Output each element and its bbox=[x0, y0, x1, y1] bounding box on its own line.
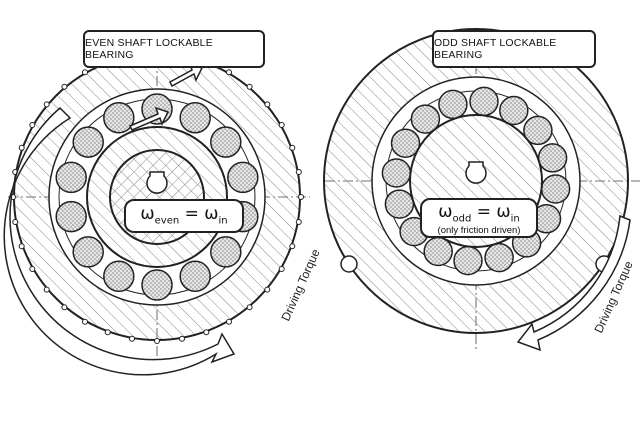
even-housing-bump bbox=[29, 122, 36, 128]
odd-equals: = bbox=[476, 202, 491, 222]
odd-bearing-title-text: ODD SHAFT LOCKABLE BEARING bbox=[434, 37, 557, 61]
even-housing-bump bbox=[203, 329, 210, 336]
even-housing-bump bbox=[43, 101, 50, 108]
odd-friction-note: (only friction driven) bbox=[437, 225, 521, 237]
odd-hole-left bbox=[340, 255, 358, 273]
odd-bearing-title: ODD SHAFT LOCKABLE BEARING bbox=[432, 30, 596, 68]
even-housing-bump bbox=[82, 318, 88, 325]
even-housing-bump bbox=[12, 219, 19, 225]
even-omega-left: ω bbox=[140, 203, 155, 224]
even-roller bbox=[210, 126, 242, 158]
odd-roller bbox=[484, 242, 514, 273]
even-housing-bump bbox=[264, 286, 271, 293]
odd-omega-right: ω bbox=[496, 202, 511, 222]
even-housing-bump bbox=[278, 122, 285, 128]
even-roller bbox=[55, 161, 87, 194]
even-roller bbox=[55, 200, 87, 233]
even-housing-bump bbox=[61, 83, 68, 90]
even-bearing-title-text: EVEN SHAFT LOCKABLE BEARING bbox=[85, 37, 213, 61]
even-housing-bump bbox=[278, 266, 285, 272]
odd-roller bbox=[381, 158, 412, 188]
odd-roller bbox=[410, 104, 441, 134]
even-housing-bump bbox=[129, 335, 135, 342]
odd-roller bbox=[469, 86, 499, 117]
even-bearing-title: EVEN SHAFT LOCKABLE BEARING bbox=[83, 30, 265, 68]
even-housing-bump bbox=[295, 169, 302, 175]
even-housing-bump bbox=[264, 101, 271, 108]
even-torque-arrow bbox=[3, 106, 236, 376]
even-sub-left: even bbox=[154, 215, 180, 227]
even-roller bbox=[227, 161, 259, 194]
even-housing-bump bbox=[246, 83, 253, 90]
even-roller bbox=[72, 236, 104, 268]
even-housing-bump bbox=[43, 286, 50, 293]
odd-roller bbox=[438, 89, 468, 120]
odd-roller bbox=[453, 245, 483, 276]
odd-roller bbox=[499, 95, 529, 126]
even-contact-arrow-1 bbox=[169, 62, 204, 88]
even-housing-bump bbox=[18, 243, 25, 250]
odd-roller bbox=[537, 143, 568, 173]
even-housing-bump bbox=[18, 144, 25, 151]
odd-bearing bbox=[323, 28, 640, 352]
even-roller bbox=[179, 101, 211, 134]
odd-roller bbox=[523, 115, 553, 146]
even-roller bbox=[210, 236, 242, 268]
even-roller bbox=[103, 101, 135, 134]
even-housing-bump bbox=[61, 304, 68, 311]
even-housing-bump bbox=[289, 144, 296, 151]
even-roller bbox=[72, 126, 104, 158]
even-housing-bump bbox=[289, 243, 296, 250]
even-shaft-keyway bbox=[146, 171, 168, 194]
even-housing-bump bbox=[29, 266, 36, 272]
even-housing-bump bbox=[104, 329, 111, 336]
even-rollers bbox=[55, 93, 259, 301]
odd-sub-right: in bbox=[510, 213, 520, 225]
even-roller bbox=[179, 260, 211, 293]
odd-roller bbox=[540, 174, 571, 204]
even-omega-right: ω bbox=[204, 203, 219, 224]
even-housing-bump bbox=[82, 69, 88, 76]
even-housing-bump bbox=[154, 338, 160, 344]
even-equals: = bbox=[184, 203, 199, 224]
even-housing-bump bbox=[298, 194, 304, 200]
odd-shaft-keyway bbox=[465, 161, 487, 184]
odd-speed-formula: ωodd = ωin (only friction driven) bbox=[420, 198, 538, 238]
odd-torque-arrow bbox=[516, 214, 631, 352]
even-sub-right: in bbox=[218, 215, 228, 227]
even-speed-formula: ωeven = ωin bbox=[124, 199, 244, 233]
even-housing-bump bbox=[226, 318, 232, 325]
odd-sub-left: odd bbox=[452, 213, 472, 225]
even-contact-arrow-2 bbox=[128, 106, 170, 131]
even-housing-bump bbox=[179, 335, 185, 342]
even-housing-bump bbox=[226, 69, 232, 76]
even-roller bbox=[103, 260, 135, 293]
odd-roller bbox=[390, 128, 421, 158]
odd-roller bbox=[384, 189, 415, 219]
even-roller bbox=[141, 269, 173, 301]
odd-omega-left: ω bbox=[438, 202, 453, 222]
even-housing-bump bbox=[295, 219, 302, 225]
even-housing-bump bbox=[246, 304, 253, 311]
